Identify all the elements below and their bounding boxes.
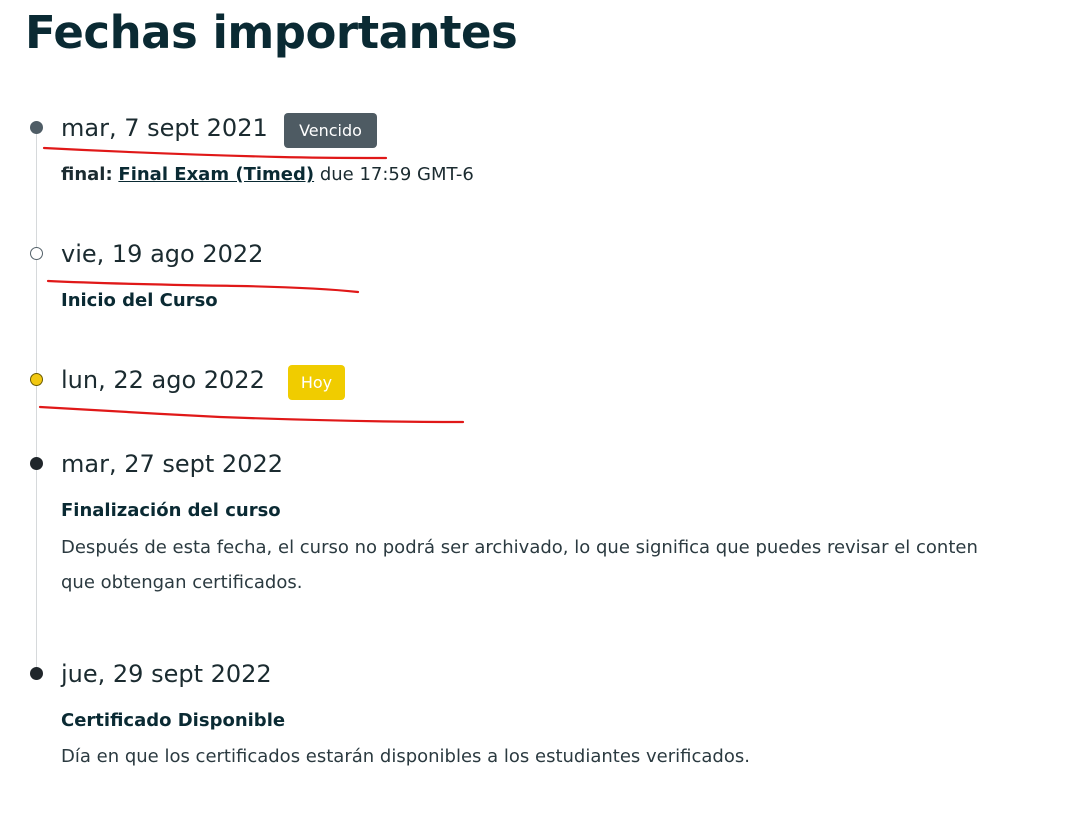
timeline-date: jue, 29 sept 2022 bbox=[61, 660, 272, 688]
timeline-date: vie, 19 ago 2022 bbox=[61, 240, 264, 268]
timeline-dot-hollow bbox=[30, 247, 43, 260]
event-title: Certificado Disponible bbox=[61, 710, 286, 731]
page-title: Fechas importantes bbox=[25, 6, 518, 59]
timeline-date: lun, 22 ago 2022 bbox=[61, 366, 265, 394]
event-description-line: Después de esta fecha, el curso no podrá… bbox=[61, 537, 978, 558]
event-title: Inicio del Curso bbox=[61, 290, 218, 311]
assignment-line: final: Final Exam (Timed) due 17:59 GMT-… bbox=[61, 164, 474, 185]
assignment-link[interactable]: Final Exam (Timed) bbox=[118, 164, 315, 185]
red-underline-annotation bbox=[42, 146, 388, 160]
status-badge-past: Vencido bbox=[284, 113, 377, 148]
timeline-date: mar, 7 sept 2021 bbox=[61, 114, 268, 142]
event-description-line: Día en que los certificados estarán disp… bbox=[61, 746, 750, 767]
timeline-dot-future bbox=[30, 457, 43, 470]
event-description-line: que obtengan certificados. bbox=[61, 572, 303, 593]
timeline-dot-past bbox=[30, 121, 43, 134]
assignment-due: due 17:59 GMT-6 bbox=[314, 164, 474, 185]
assignment-type-label: final: bbox=[61, 164, 113, 185]
status-badge-today: Hoy bbox=[288, 365, 345, 400]
event-title: Finalización del curso bbox=[61, 500, 281, 521]
timeline-dot-future bbox=[30, 667, 43, 680]
timeline-dot-today bbox=[30, 373, 43, 386]
red-underline-annotation bbox=[38, 405, 465, 424]
timeline-line bbox=[36, 128, 37, 673]
timeline-date: mar, 27 sept 2022 bbox=[61, 450, 283, 478]
